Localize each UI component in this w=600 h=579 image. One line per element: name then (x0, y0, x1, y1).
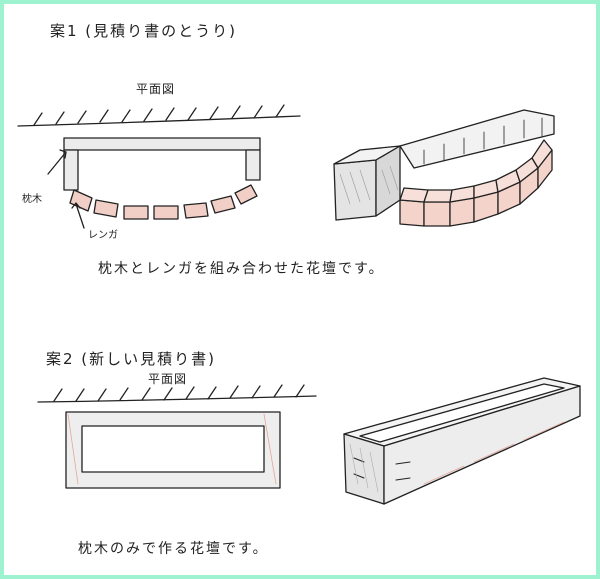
plan2-heading: 案2 (新しい見積り書) (46, 350, 217, 368)
plan1-caption: 枕木とレンガを組み合わせた花壇です。 (98, 261, 385, 277)
plan2-long-face (383, 385, 581, 505)
sketch-drawings (17, 104, 581, 505)
plan2-wall-line (37, 395, 317, 403)
plan2-plan-view-label: 平面図 (148, 372, 188, 386)
plan1-heading: 案1 (見積り書のとうり) (50, 22, 238, 40)
plan2-inner-opening (359, 383, 565, 443)
plan1-brick-leader (71, 202, 85, 229)
plan1-brick-row (69, 184, 258, 220)
plan2-caption: 枕木のみで作る花壇です。 (78, 541, 269, 557)
plan2-wall-hatch (53, 384, 305, 402)
plan1-top-sleeper (63, 137, 261, 151)
plan2-plan-view (37, 384, 317, 489)
plan1-wall-hatch (33, 104, 285, 126)
plan1-sleeper-leader (47, 149, 67, 175)
plan1-plan-view (17, 104, 301, 229)
plan1-wall-line (17, 115, 301, 127)
plan1-brick-label: レンガ (88, 230, 118, 241)
plan1-back-board (399, 109, 555, 169)
plan1-block-front (333, 159, 377, 221)
plan1-perspective-view (333, 109, 555, 227)
plan2-perspective-view (343, 377, 581, 505)
plan1-left-sleeper (63, 149, 79, 191)
plan2-inner-opening (81, 425, 265, 473)
plan1-plan-view-label: 平面図 (136, 82, 176, 96)
plan1-right-sleeper (245, 149, 261, 181)
plan1-brick-front (399, 149, 553, 227)
plan1-sleeper-label: 枕木 (22, 194, 42, 205)
plan1-brick-top (399, 139, 553, 203)
